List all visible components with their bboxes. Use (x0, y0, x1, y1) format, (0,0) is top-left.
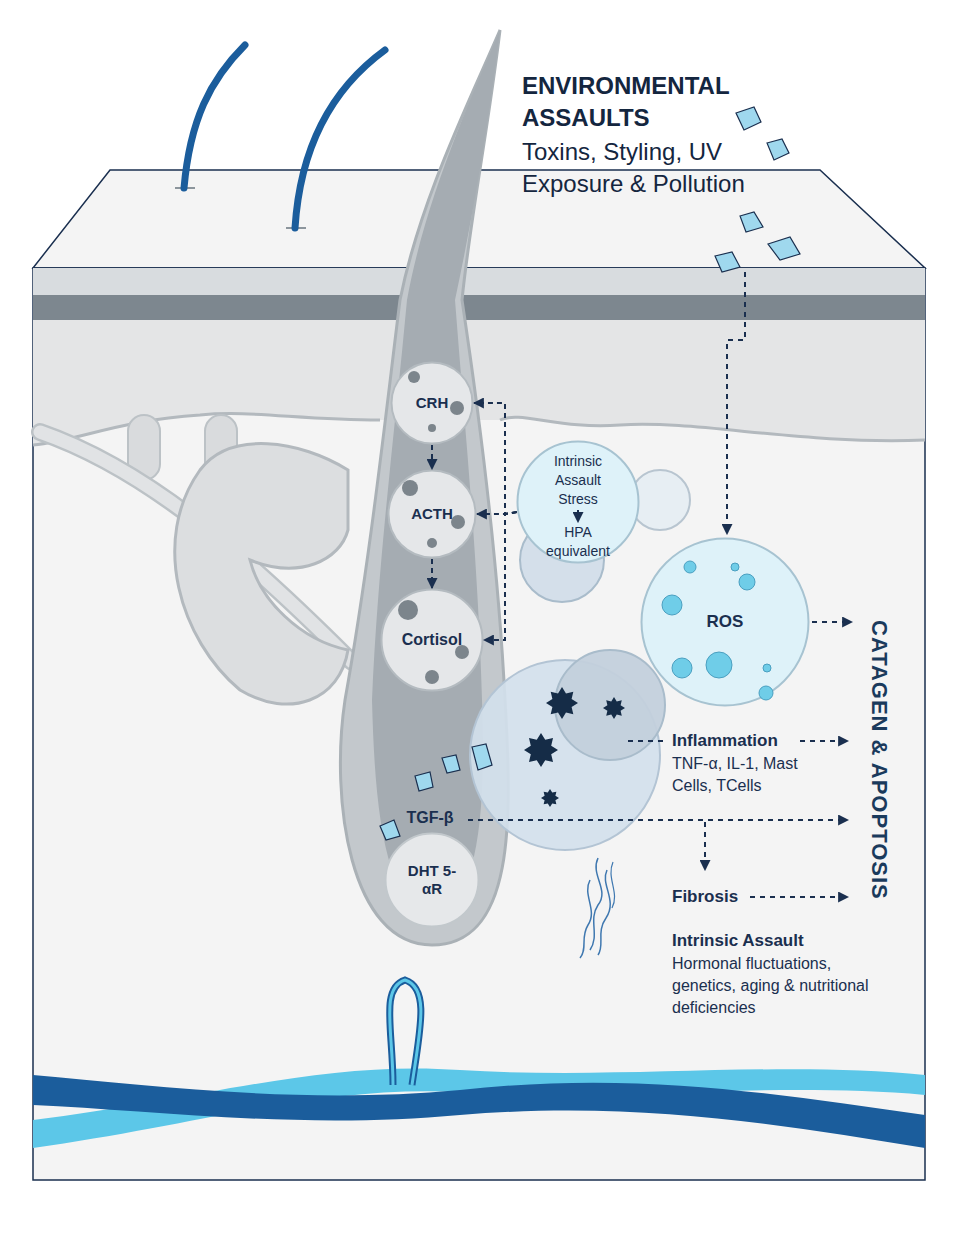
leader-arrow (812, 621, 852, 623)
node-label: CRH (397, 394, 467, 412)
leader-arrow (468, 819, 848, 821)
toxin-crystal (767, 139, 789, 160)
basal-band (33, 295, 925, 320)
fibrosis-fibre (580, 880, 591, 958)
circle-shape (392, 363, 473, 444)
node-label: TGF-β (392, 808, 468, 828)
leader-line (628, 740, 664, 742)
blood-vessel (33, 1068, 925, 1148)
hormone-circle: Cortisol (380, 588, 484, 692)
ros-circle: ROS (640, 537, 810, 707)
hormone-circle: ACTH (387, 469, 477, 559)
node-label: ROS (685, 612, 765, 632)
sebaceous-gland (175, 444, 348, 704)
circle-shape (389, 471, 476, 558)
section-heading: ENVIRONMENTAL ASSAULTS (522, 70, 782, 134)
hair (184, 45, 245, 188)
capillary-loop (390, 980, 421, 1085)
hair (295, 50, 385, 228)
outcome-label: CATAGEN & APOPTOSIS (866, 620, 892, 900)
leader-arrow (727, 272, 745, 534)
process-label: Fibrosis (672, 887, 738, 907)
toxin-crystal (768, 237, 800, 260)
process-label: Inflammation (672, 731, 778, 751)
toxin-crystal (715, 252, 740, 272)
node-label: Cortisol (387, 630, 477, 650)
enzyme-circle: DHT 5-αR (384, 832, 480, 928)
hair-follicle: TGF-β CRH ACTH CortisolDHT 5-αR (335, 30, 510, 950)
circle-shape (382, 590, 483, 691)
stress-circle: Intrinsic Assault StressHPA equivalent (516, 440, 640, 564)
immune-cell (546, 687, 578, 719)
circle-shape (518, 442, 639, 563)
node-label: ACTH (394, 505, 470, 523)
fibrosis-fibre (611, 862, 615, 908)
capillary-loop (390, 980, 421, 1085)
section-note: Hormonal fluctuations, genetics, aging &… (672, 953, 887, 1019)
epidermis-band (33, 268, 925, 295)
hormone-circle: CRH (390, 361, 474, 445)
node-label: Intrinsic Assault Stress (538, 452, 618, 509)
section-heading: Intrinsic Assault (672, 931, 804, 951)
immune-cell (541, 789, 559, 807)
inflammation-cell (555, 650, 665, 760)
circle-shape (386, 834, 479, 927)
node-label: HPA equivalent (533, 523, 623, 561)
fibrosis-fibre (598, 870, 610, 955)
section-note: Toxins, Styling, UV Exposure & Pollution (522, 136, 827, 200)
immune-cell (603, 697, 625, 719)
immune-cell (524, 733, 558, 767)
process-note: TNF-α, IL-1, Mast Cells, TCells (672, 753, 837, 797)
leader-arrow (750, 896, 848, 898)
hair-shaft (372, 30, 500, 925)
toxin-crystal (736, 107, 761, 130)
blood-vessel (33, 1075, 925, 1148)
toxin-crystal (740, 212, 763, 232)
node-label: DHT 5-αR (402, 862, 462, 898)
circle-shape (642, 539, 809, 706)
outer-root-sheath (340, 30, 508, 945)
leader-arrow (704, 822, 706, 870)
leader-arrow (800, 740, 848, 742)
